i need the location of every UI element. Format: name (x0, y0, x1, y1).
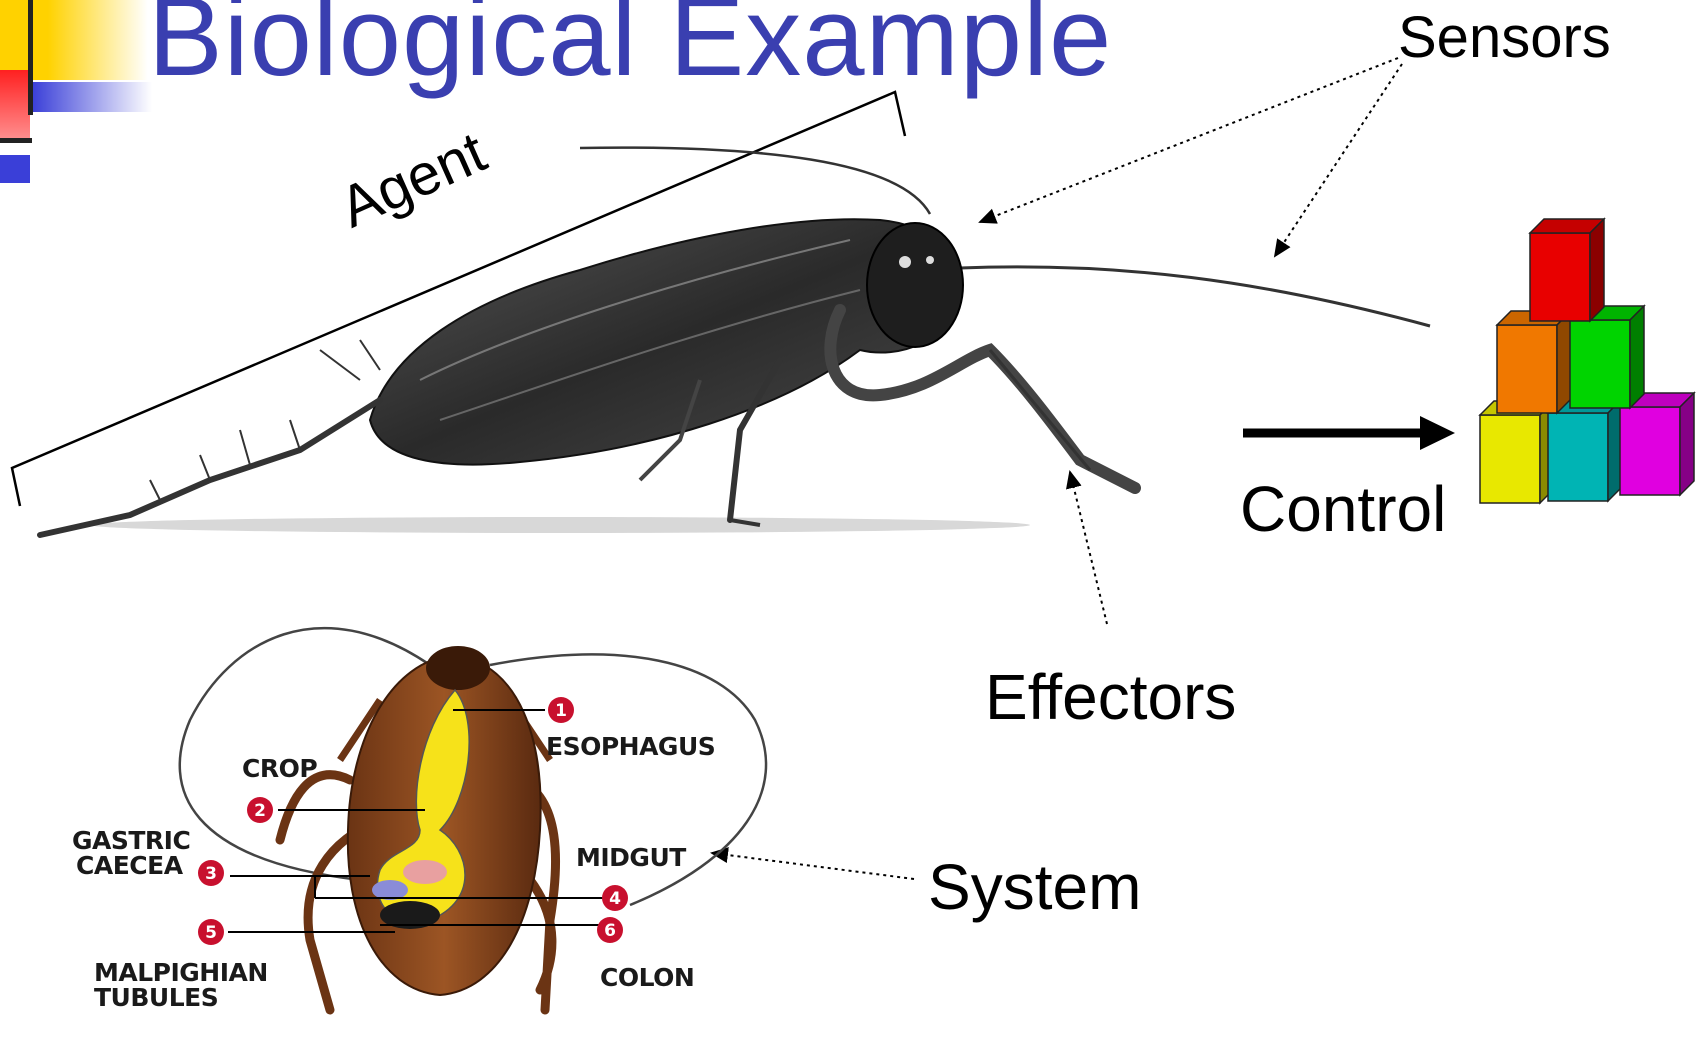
system-label: System (928, 850, 1141, 924)
building-blocks (1480, 219, 1694, 503)
label-esophagus: ESOPHAGUS (546, 734, 715, 759)
marker-6: 6 (597, 917, 623, 943)
label-gastric-line1: GASTRIC (72, 828, 190, 853)
block-1 (1480, 401, 1554, 503)
svg-text:1: 1 (555, 701, 567, 721)
marker-5: 5 (198, 919, 224, 945)
svg-text:5: 5 (205, 923, 217, 943)
marker-3: 3 (198, 860, 224, 886)
label-malpighian-line2: TUBULES (94, 985, 218, 1010)
effectors-arrow (1070, 472, 1107, 624)
marker-2: 2 (247, 797, 273, 823)
label-crop: CROP (242, 756, 317, 781)
svg-text:6: 6 (604, 921, 616, 941)
cockroach-image (40, 148, 1430, 535)
svg-text:2: 2 (254, 801, 266, 821)
marker-1: 1 (548, 697, 574, 723)
label-gastric-line2: CAECEA (76, 853, 183, 878)
system-arrow (712, 853, 914, 879)
sensors-label: Sensors (1398, 4, 1611, 71)
effectors-label: Effectors (985, 660, 1236, 734)
label-midgut: MIDGUT (576, 845, 686, 870)
label-colon: COLON (600, 965, 694, 990)
svg-text:3: 3 (205, 864, 217, 884)
sensors-arrow-antenna (1275, 64, 1402, 256)
marker-4: 4 (602, 885, 628, 911)
svg-text:4: 4 (609, 889, 621, 909)
label-malpighian-line1: MALPIGHIAN (94, 960, 268, 985)
block-4 (1497, 311, 1571, 413)
antenna-front (960, 267, 1430, 326)
block-2 (1548, 399, 1622, 501)
block-3 (1620, 393, 1694, 495)
slide-title: Biological Example (148, 0, 1112, 101)
corner-decoration (0, 0, 152, 183)
block-6 (1530, 219, 1604, 321)
control-label: Control (1240, 472, 1446, 546)
